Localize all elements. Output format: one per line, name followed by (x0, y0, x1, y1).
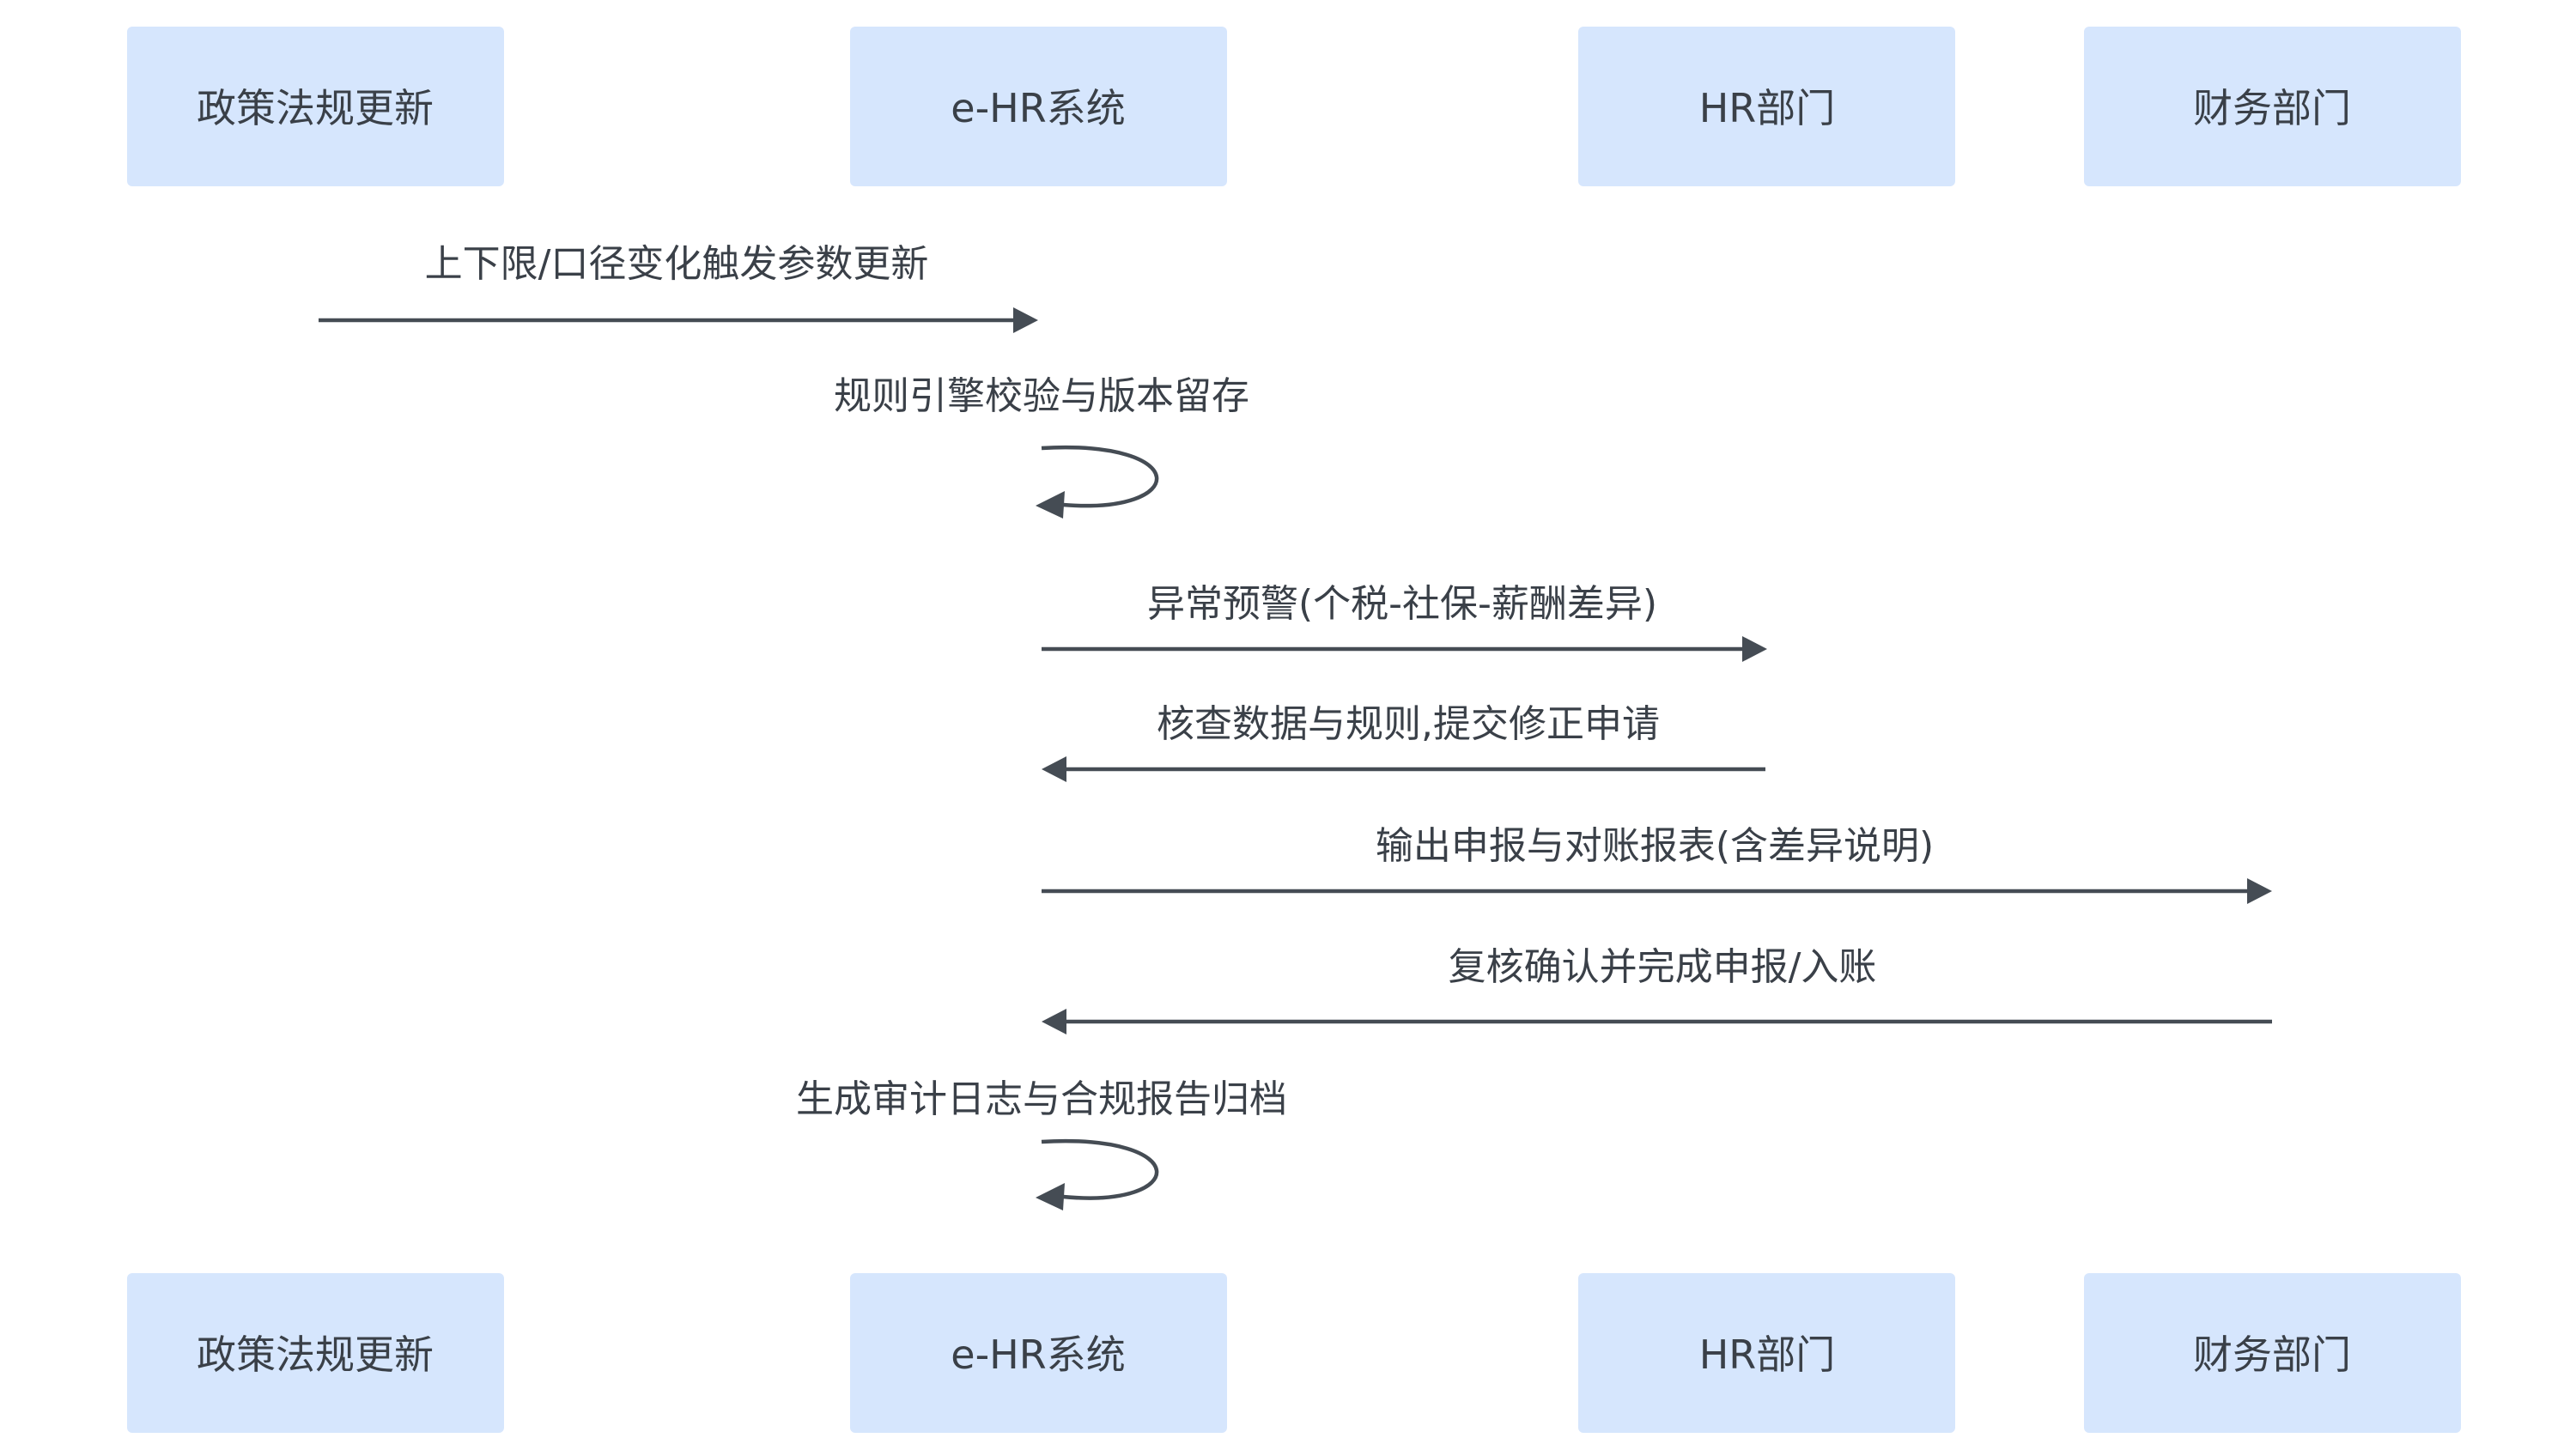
participant-label: HR部门 (1699, 85, 1836, 131)
arrowhead-icon (1742, 636, 1767, 662)
self-loop-arrow (1041, 1138, 1159, 1200)
participant-label: HR部门 (1699, 1332, 1836, 1378)
message-label: 复核确认并完成申报/入账 (1449, 945, 1877, 989)
arrowhead-icon (2247, 878, 2272, 904)
arrowhead-icon (1013, 307, 1038, 333)
message-4: 核查数据与规则,提交修正申请 (1042, 702, 1765, 782)
participant-label: 财务部门 (2193, 1332, 2351, 1378)
message-7-self: 生成审计日志与合规报告归档 (796, 1077, 1287, 1210)
participant-top-policy[interactable]: 政策法规更新 (127, 27, 504, 186)
arrowhead-icon (1036, 491, 1065, 519)
participant-top-hr[interactable]: HR部门 (1578, 27, 1955, 186)
message-1: 上下限/口径变化触发参数更新 (319, 242, 1038, 333)
self-loop-arrow (1041, 445, 1159, 508)
participant-label: e-HR系统 (951, 85, 1125, 131)
message-label: 生成审计日志与合规报告归档 (796, 1077, 1287, 1121)
participant-label: e-HR系统 (951, 1332, 1125, 1378)
arrowhead-icon (1042, 1009, 1066, 1034)
arrowhead-icon (1036, 1183, 1065, 1210)
participant-label: 政策法规更新 (197, 85, 434, 131)
participant-bottom-hr[interactable]: HR部门 (1578, 1273, 1955, 1433)
message-label: 上下限/口径变化触发参数更新 (425, 242, 929, 286)
message-3: 异常预警(个税-社保-薪酬差异) (1042, 582, 1767, 662)
message-label: 规则引擎校验与版本留存 (834, 374, 1249, 418)
message-label: 输出申报与对账报表(含差异说明) (1376, 824, 1934, 868)
participant-label: 政策法规更新 (197, 1332, 434, 1378)
message-2-self: 规则引擎校验与版本留存 (834, 374, 1249, 519)
participant-bottom-ehr[interactable]: e-HR系统 (850, 1273, 1227, 1433)
message-label: 核查数据与规则,提交修正申请 (1157, 702, 1660, 746)
participant-top-finance[interactable]: 财务部门 (2084, 27, 2461, 186)
arrowhead-icon (1042, 756, 1066, 782)
participant-label: 财务部门 (2193, 85, 2351, 131)
participant-bottom-finance[interactable]: 财务部门 (2084, 1273, 2461, 1433)
participant-top-ehr[interactable]: e-HR系统 (850, 27, 1227, 186)
message-6: 复核确认并完成申报/入账 (1042, 945, 2272, 1034)
message-5: 输出申报与对账报表(含差异说明) (1042, 824, 2272, 904)
participant-bottom-policy[interactable]: 政策法规更新 (127, 1273, 504, 1433)
message-label: 异常预警(个税-社保-薪酬差异) (1147, 582, 1657, 626)
